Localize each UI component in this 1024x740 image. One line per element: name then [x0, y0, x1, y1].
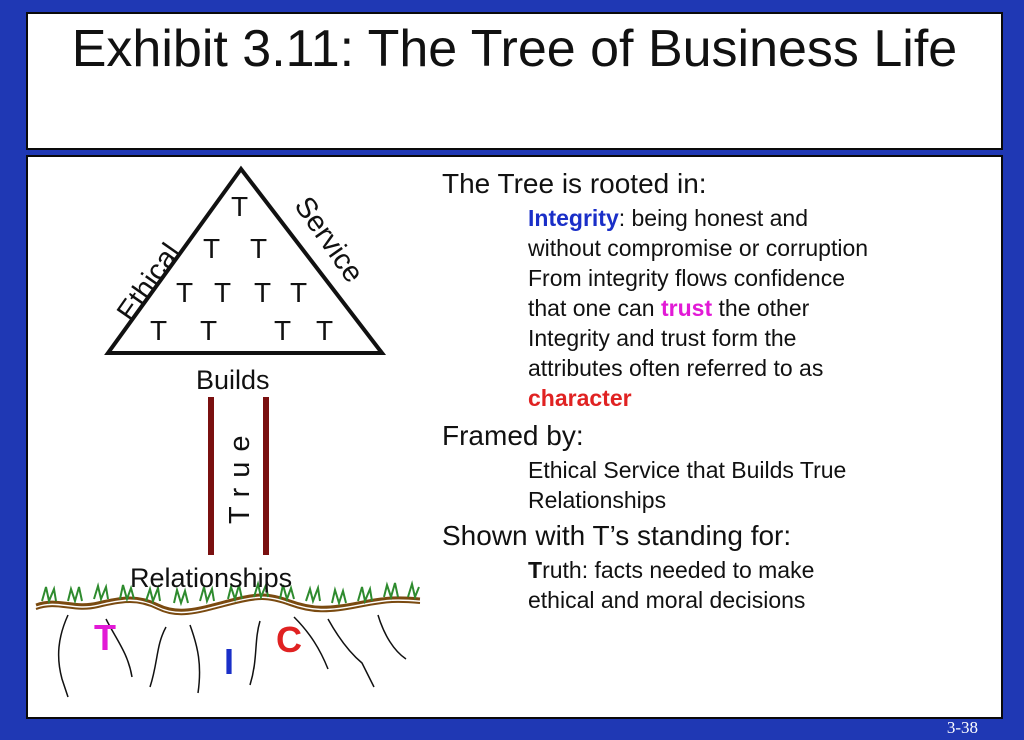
trust-term: trust [661, 295, 712, 321]
root-letter-integrity: I [224, 641, 234, 683]
t-letter: T [150, 315, 167, 347]
t-letter: T [274, 315, 291, 347]
text-line: ethical and moral decisions [528, 585, 1002, 615]
t-letter: T [176, 277, 193, 309]
text-line: From integrity flows confidence [528, 263, 1002, 293]
slide-title: Exhibit 3.11: The Tree of Business Life [28, 16, 1001, 82]
title-box: Exhibit 3.11: The Tree of Business Life [26, 12, 1003, 150]
relationships-label: Relationships [130, 563, 292, 594]
truth-letter: T [528, 557, 542, 583]
t-letter: T [250, 233, 267, 265]
text-line: Integrity: being honest and [528, 203, 1002, 233]
integrity-term: Integrity [528, 205, 619, 231]
page-number: 3-38 [947, 718, 978, 738]
character-term: character [528, 383, 1002, 413]
text-line: Ethical Service that Builds True [528, 455, 1002, 485]
t-letter: T [254, 277, 271, 309]
t-letter: T [290, 277, 307, 309]
text-line: Relationships [528, 485, 1002, 515]
heading-framed: Framed by: [442, 419, 1002, 453]
t-letter: T [316, 315, 333, 347]
t-letter: T [231, 191, 248, 223]
t-letter: T [214, 277, 231, 309]
builds-label: Builds [196, 365, 270, 396]
root-letter-character: C [276, 619, 302, 661]
text-line: that one can trust the other [528, 293, 1002, 323]
text-line: without compromise or corruption [528, 233, 1002, 263]
text-line: attributes often referred to as [528, 353, 1002, 383]
heading-rooted: The Tree is rooted in: [442, 167, 1002, 201]
root-letter-truth: T [94, 617, 116, 659]
t-letter: T [200, 315, 217, 347]
t-letter: T [203, 233, 220, 265]
true-label: True [224, 425, 257, 524]
explanation-text: The Tree is rooted in: Integrity: being … [442, 167, 1002, 615]
text-line: Truth: facts needed to make [528, 555, 1002, 585]
heading-shown: Shown with T’s standing for: [442, 519, 1002, 553]
content-box: T T T T T T T T T T T Ethical Service Bu… [26, 155, 1003, 719]
text-line: Integrity and trust form the [528, 323, 1002, 353]
